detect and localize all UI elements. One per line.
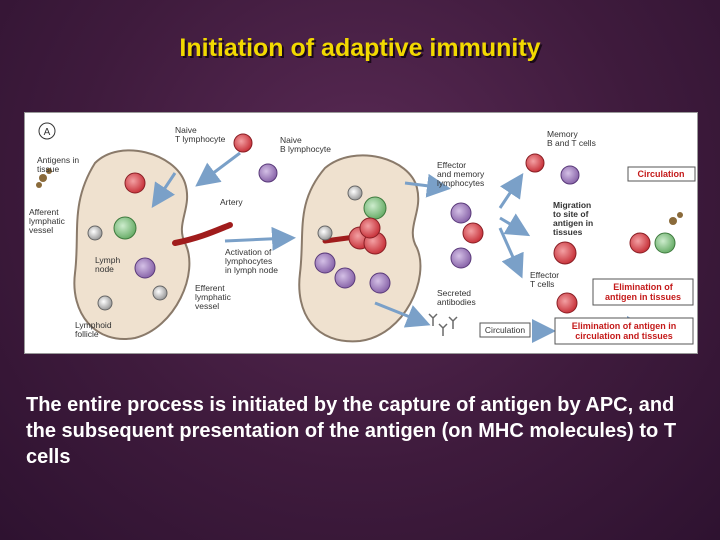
slide-title: Initiation of adaptive immunity xyxy=(0,34,720,63)
slide-caption: The entire process is initiated by the c… xyxy=(26,392,706,470)
immunity-diagram: A xyxy=(24,112,698,354)
label-artery: Artery xyxy=(220,197,243,207)
panel-letter: A xyxy=(44,127,51,138)
antibodies xyxy=(429,314,457,336)
diagram-svg: A xyxy=(25,113,697,353)
artery xyxy=(175,225,230,243)
label-circulation-small: Circulation xyxy=(485,325,525,335)
box-circulation: Circulation xyxy=(637,169,684,179)
